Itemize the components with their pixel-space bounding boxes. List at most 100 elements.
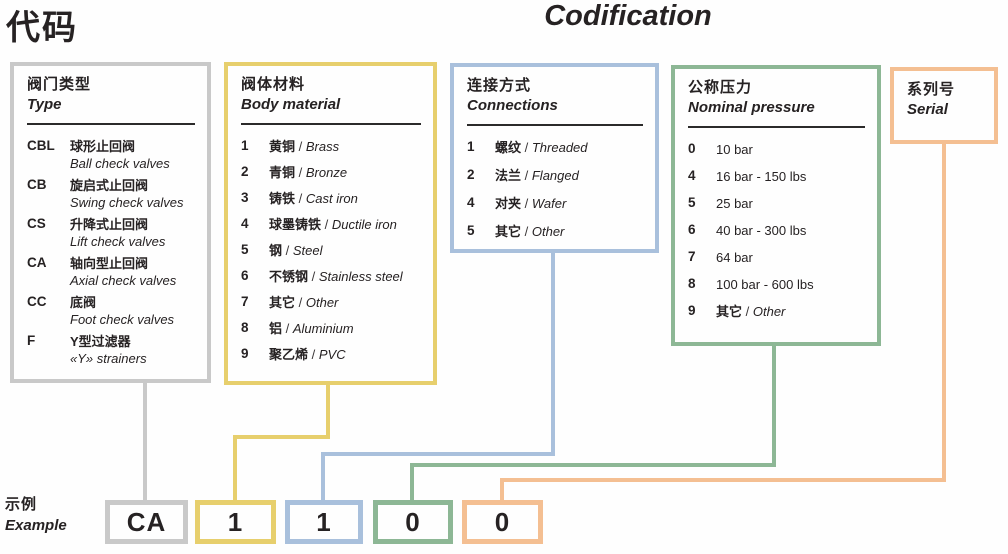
connections-item: 4 对夹 / Wafer: [467, 195, 643, 212]
serial-connector-line: [500, 478, 504, 502]
pressure-item-label: 10 bar: [716, 142, 753, 157]
connections-item-code: 1: [467, 139, 475, 154]
body-material-connector-line: [233, 435, 237, 502]
pressure-item: 5 25 bar: [688, 195, 865, 212]
example-code-serial-value: 0: [494, 506, 511, 537]
connections-connector-line: [321, 452, 555, 456]
page-title-en: Codification: [544, 0, 712, 32]
pressure-item: 4 16 bar - 150 lbs: [688, 168, 865, 185]
pressure-item-code: 5: [688, 195, 696, 210]
material-item-label: 青铜 / Bronze: [269, 165, 348, 180]
type-item-code: CC: [27, 294, 47, 309]
pressure-item-label: 16 bar - 150 lbs: [716, 169, 807, 184]
body-material-title-en: Body material: [241, 96, 341, 113]
material-item-code: 1: [241, 138, 249, 153]
material-item-label: 铝 / Aluminium: [269, 321, 354, 336]
material-item-label: 不锈钢 / Stainless steel: [269, 269, 403, 284]
material-item: 1 黄铜 / Brass: [241, 138, 421, 155]
connections-item-code: 5: [467, 223, 475, 238]
example-code-body-material-value: 1: [227, 506, 244, 537]
pressure-item-label: 64 bar: [716, 250, 753, 265]
type-item-code: CB: [27, 177, 47, 192]
serial-connector-line: [942, 142, 946, 482]
nominal-pressure-divider: [688, 126, 865, 128]
pressure-item-code: 9: [688, 303, 696, 318]
connections-item-label: 其它 / Other: [495, 224, 565, 239]
type-item: F Y型过滤器«Y» strainers: [27, 333, 195, 367]
material-item: 2 青铜 / Bronze: [241, 164, 421, 181]
serial-connector-line: [500, 478, 946, 482]
type-item-code: CA: [27, 255, 47, 270]
example-code-body-material: 1: [195, 500, 276, 544]
connections-item-code: 4: [467, 195, 475, 210]
type-item-code: CBL: [27, 138, 55, 153]
material-item-code: 3: [241, 190, 249, 205]
material-item: 6 不锈钢 / Stainless steel: [241, 268, 421, 285]
example-label: 示例 Example: [5, 494, 67, 536]
material-item-label: 聚乙烯 / PVC: [269, 347, 346, 362]
type-item-code: CS: [27, 216, 46, 231]
material-item-label: 其它 / Other: [269, 295, 339, 310]
material-item-code: 6: [241, 268, 249, 283]
material-item-label: 黄铜 / Brass: [269, 139, 340, 154]
material-item-code: 2: [241, 164, 249, 179]
connections-connector-line: [321, 452, 325, 502]
connections-item-label: 螺纹 / Threaded: [495, 140, 588, 155]
type-title-en: Type: [27, 96, 62, 113]
pressure-item-code: 6: [688, 222, 696, 237]
pressure-item-label: 25 bar: [716, 196, 753, 211]
connections-item-label: 对夹 / Wafer: [495, 196, 567, 211]
example-code-connections-value: 1: [316, 506, 332, 537]
example-code-connections: 1: [285, 500, 363, 544]
page-title-cjk: 代码: [6, 9, 78, 47]
example-code-serial: 0: [462, 500, 543, 544]
material-item-label: 球墨铸铁 / Ductile iron: [269, 217, 397, 232]
connections-item-label: 法兰 / Flanged: [495, 168, 579, 183]
pressure-item-code: 4: [688, 168, 696, 183]
serial-title-cjk: 系列号: [907, 81, 956, 98]
example-code-type: CA: [105, 500, 188, 544]
nominal-pressure-title-cjk: 公称压力: [688, 79, 753, 96]
connections-title-en: Connections: [467, 97, 558, 114]
example-code-type-value: CA: [126, 506, 167, 537]
type-item-code: F: [27, 333, 36, 348]
connections-item: 1 螺纹 / Threaded: [467, 139, 643, 156]
pressure-item-code: 8: [688, 276, 696, 291]
nominal-pressure-connector-line: [410, 463, 414, 502]
material-item-code: 7: [241, 294, 249, 309]
connections-divider: [467, 124, 643, 126]
connections-item: 5 其它 / Other: [467, 223, 643, 240]
type-connector-line: [143, 381, 147, 502]
type-divider: [27, 123, 195, 125]
body-material-connector-line: [233, 435, 330, 439]
pressure-item-label: 100 bar - 600 lbs: [716, 277, 814, 292]
pressure-item: 8 100 bar - 600 lbs: [688, 276, 865, 293]
body-material-connector-line: [326, 383, 330, 439]
type-item-label: Y型过滤器«Y» strainers: [70, 334, 147, 366]
pressure-item-label: 40 bar - 300 lbs: [716, 223, 807, 238]
